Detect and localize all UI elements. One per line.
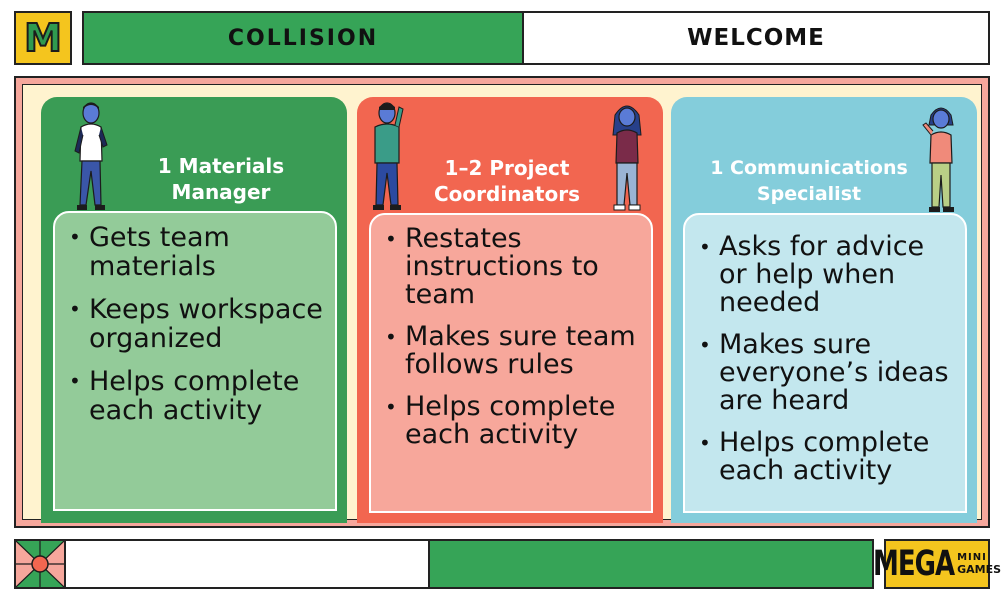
duty-item: Asks for advice or help when needed [697,233,953,317]
section-title: WELCOME [687,25,825,51]
collision-target-icon [14,539,66,589]
role-card-project-coordinators: 1–2 Project Coordinators Restates instru… [357,97,663,523]
duties-list: Gets team materials Keeps workspace orga… [67,223,323,425]
duty-item: Helps complete each activity [697,429,953,485]
role-title-line-2: Manager [171,180,271,204]
role-card-communications-specialist: 1 Communications Specialist Asks for adv… [671,97,977,523]
logo-m-icon: M [14,11,72,65]
duties-list: Restates instructions to team Makes sure… [383,225,639,449]
duty-item: Makes sure everyone’s ideas are heard [697,331,953,415]
role-title-line-2: Coordinators [434,182,580,206]
person-illustration-icon [612,105,642,211]
game-title: COLLISION [227,25,379,51]
duty-item: Keeps workspace organized [67,295,323,353]
mega-mini-games-logo: MEGA MINI GAMES [873,539,1001,589]
roles-frame: 1 Materials Manager Gets team materials … [14,76,990,528]
person-illustration-icon [74,102,108,210]
role-title-line-1: 1 Communications [710,157,908,179]
role-title: 1 Materials Manager [121,153,321,205]
duty-item: Helps complete each activity [67,367,323,425]
game-title-bar: COLLISION [82,11,524,65]
role-title: 1–2 Project Coordinators [387,155,627,207]
person-illustration-icon [922,107,954,212]
brand-games: GAMES [957,563,1002,576]
role-title: 1 Communications Specialist [671,155,947,207]
duty-item: Restates instructions to team [383,225,639,309]
brand-stack: MINI GAMES [957,552,1001,576]
section-title-bar: WELCOME [522,11,990,65]
duty-item: Helps complete each activity [383,393,639,449]
role-title-line-1: 1–2 Project [444,156,570,180]
duty-item: Makes sure team follows rules [383,323,639,379]
role-title-line-1: 1 Materials [157,154,285,178]
logo-letter: M [23,16,63,60]
duties-list: Asks for advice or help when needed Make… [697,233,953,485]
footer-bar-right [428,539,874,589]
role-duties-box: Restates instructions to team Makes sure… [369,213,653,513]
role-duties-box: Asks for advice or help when needed Make… [683,213,967,513]
brand-mega: MEGA [872,543,955,585]
role-card-materials-manager: 1 Materials Manager Gets team materials … [41,97,347,523]
brand-mini: MINI [957,552,987,563]
footer-bar-left [64,539,430,589]
duty-item: Gets team materials [67,223,323,281]
roles-panel: 1 Materials Manager Gets team materials … [22,84,982,523]
person-illustration-icon [373,102,404,210]
role-title-line-2: Specialist [756,183,862,205]
role-duties-box: Gets team materials Keeps workspace orga… [53,211,337,511]
